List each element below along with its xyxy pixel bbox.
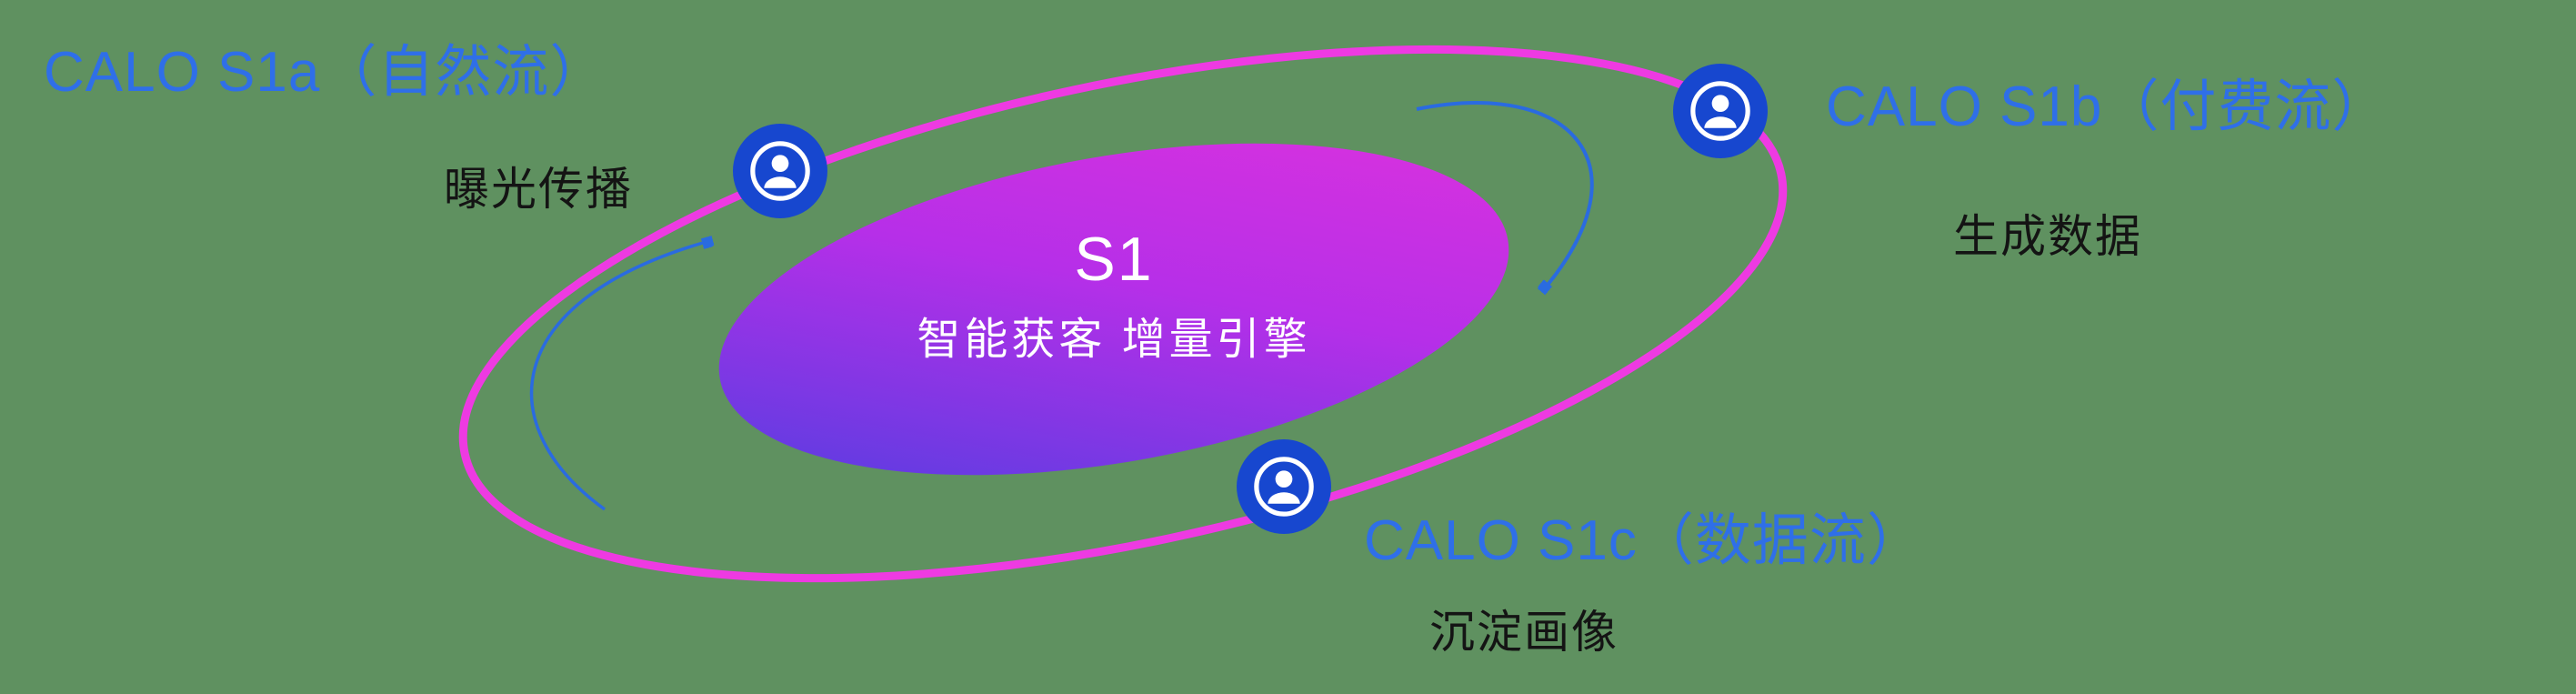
user-icon	[1673, 64, 1768, 158]
node-s1b-sublabel: 生成数据	[1953, 211, 2142, 262]
node-s1a	[733, 124, 827, 218]
center-subtitle: 智能获客 增量引擎	[917, 316, 1311, 364]
user-icon	[1237, 439, 1331, 534]
center-ellipse	[718, 143, 1509, 476]
arrow-left-up	[529, 241, 709, 511]
node-s1c	[1237, 439, 1331, 534]
arrow-right-down	[1416, 101, 1594, 289]
node-s1a-sublabel: 曝光传播	[444, 164, 633, 215]
node-s1c-sublabel: 沉淀画像	[1429, 607, 1619, 658]
center-title: S1	[1074, 225, 1154, 294]
node-s1b	[1673, 64, 1768, 158]
user-icon	[733, 124, 827, 218]
node-s1a-label: CALO S1a（自然流）	[44, 41, 607, 104]
orbit-ring	[458, 45, 1788, 583]
node-s1b-label: CALO S1b（付费流）	[1826, 75, 2390, 138]
node-s1c-label: CALO S1c（数据流）	[1364, 509, 1924, 572]
